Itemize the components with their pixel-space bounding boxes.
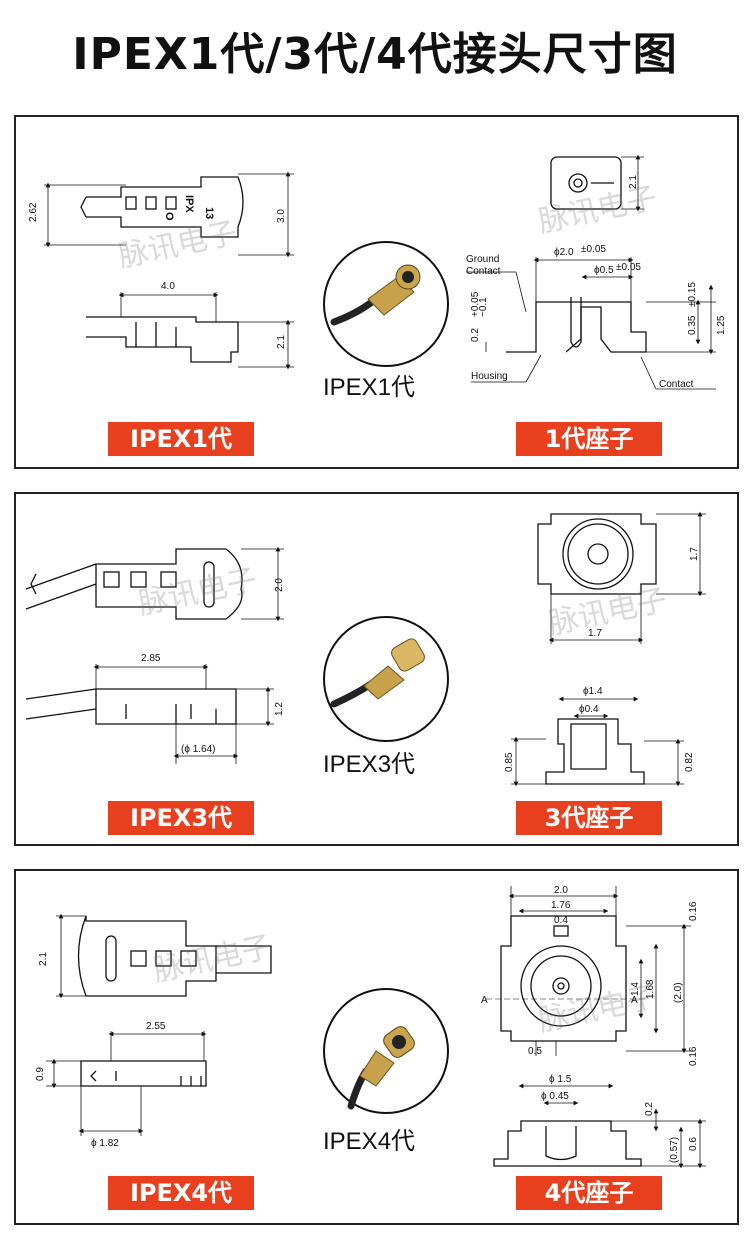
ipex4-plug-top [77, 915, 217, 997]
ipex4-socket-top [500, 915, 627, 1042]
ipex3-sdim-17a: 1.7 [689, 547, 700, 561]
ipex3-socket-side [545, 718, 645, 785]
ipex3-socket-label: 3代座子 [516, 801, 662, 835]
ipex1-callout-contact1: Contact [466, 266, 501, 277]
ipex3-sdim-085: 0.85 [504, 752, 515, 772]
ipex4-plug-label: IPEX4代 [108, 1176, 254, 1210]
ipex4-sdim-20b: (2.0) [673, 982, 684, 1003]
ipex1-callout-ground: Ground [466, 254, 499, 265]
ipex4-sdim-176: 1.76 [551, 900, 571, 911]
ipex3-photo-connector [391, 638, 425, 672]
ipex1-drawings: 脉讯电子 脉讯电子 2.62 3.0 4.0 2.1 13 IPX O ϕ2.0… [28, 154, 727, 390]
ipex3-sdim-d14: ϕ1.4 [583, 686, 603, 697]
ipex1-plug-side [86, 316, 239, 363]
page-title: IPEX1代/3代/4代接头尺寸图 [72, 29, 678, 80]
watermark-2b: 脉讯电子 [545, 583, 670, 642]
ipex1-dim-height: 2.62 [28, 202, 39, 222]
ipex1-sdim-21: 2.1 [628, 175, 639, 189]
ipex1-dim-length: 4.0 [161, 281, 175, 292]
ipex4-photo-caption: IPEX4代 [323, 1128, 416, 1155]
ipex1-sdim-02: 0.2 [470, 328, 481, 342]
ipex4-dim-09: 0.9 [35, 1067, 46, 1081]
ipex4-sdim-06: 0.6 [688, 1137, 699, 1151]
ipex1-mark-13: 13 [203, 207, 215, 219]
panel-ipex4: 脉讯电子 脉讯电子 2.1 2.55 0.9 ϕ 1.82 2.0 1.76 0… [14, 869, 739, 1225]
ipex3-photo-caption: IPEX3代 [323, 751, 416, 778]
ipex1-plug-top [86, 176, 244, 238]
ipex3-sdim-17b: 1.7 [588, 628, 602, 639]
ipex1-mark-o: O [163, 212, 175, 221]
ipex4-sdim-02: 0.2 [644, 1102, 655, 1116]
ipex3-drawings: 脉讯电子 脉讯电子 2.0 2.85 1.2 (ϕ 1.64) 1.7 1.7 … [25, 511, 706, 787]
panel-ipex3: 脉讯电子 脉讯电子 2.0 2.85 1.2 (ϕ 1.64) 1.7 1.7 … [14, 492, 739, 846]
ipex4-dim-182: ϕ 1.82 [91, 1138, 119, 1149]
ipex3-sdim-d04: ϕ0.4 [579, 704, 599, 715]
ipex1-sdim-02-tp: +0.05 [470, 291, 481, 317]
ipex4-sdim-057: (0.57) [669, 1137, 680, 1163]
ipex1-sdim-d05-tol: ±0.05 [616, 262, 641, 273]
ipex4-sdim-d15: ϕ 1.5 [549, 1074, 572, 1085]
ipex3-dim-20: 2.0 [274, 578, 285, 592]
ipex4-dim-255: 2.55 [146, 1021, 166, 1032]
ipex1-socket-section [506, 301, 647, 353]
ipex1-callout-housing: Housing [471, 371, 508, 382]
ipex4-drawings: 脉讯电子 脉讯电子 2.1 2.55 0.9 ϕ 1.82 2.0 1.76 0… [35, 885, 706, 1169]
ipex1-plug-label: IPEX1代 [108, 422, 254, 456]
ipex3-dim-164: (ϕ 1.64) [181, 744, 216, 755]
watermark-3a: 脉讯电子 [150, 930, 275, 989]
ipex1-socket-top [550, 156, 622, 210]
watermark-2a: 脉讯电子 [135, 563, 260, 622]
ipex4-sdim-20: 2.0 [554, 885, 568, 896]
ipex4-sdim-d045: ϕ 0.45 [541, 1091, 569, 1102]
ipex4-sdim-05: 0.5 [528, 1046, 542, 1057]
ipex3-dim-12: 1.2 [274, 702, 285, 716]
ipex1-dim-width: 3.0 [276, 209, 287, 223]
ipex4-socket-label: 4代座子 [516, 1176, 662, 1210]
ipex3-plug-side [95, 688, 237, 725]
ipex1-sdim-d05: ϕ0.5 [594, 265, 614, 276]
ipex3-socket-top [537, 513, 657, 595]
ipex1-socket-label: 1代座子 [516, 422, 662, 456]
panel-ipex1: 脉讯电子 脉讯电子 2.62 3.0 4.0 2.1 13 IPX O ϕ2.0… [14, 115, 739, 469]
ipex1-callout-contact2: Contact [659, 379, 694, 390]
ipex1-mark-ipx: IPX [183, 195, 195, 213]
watermark-1b: 脉讯电子 [535, 181, 660, 240]
ipex3-plug-top [95, 548, 243, 620]
ipex4-sdim-14: 1.4 [630, 982, 641, 996]
ipex1-photo-caption: IPEX1代 [323, 374, 416, 401]
ipex1-dim-side: 2.1 [276, 335, 287, 349]
ipex1-sdim-d20-tol: ±0.05 [581, 244, 606, 255]
watermark-1a: 脉讯电子 [115, 216, 240, 275]
ipex4-dim-21: 2.1 [38, 952, 49, 966]
ipex4-sdim-a1: A [481, 995, 488, 1006]
ipex4-sdim-168: 1.68 [645, 979, 656, 999]
ipex3-dim-285: 2.85 [141, 653, 161, 664]
ipex1-sdim-035: 0.35 [687, 315, 698, 335]
ipex4-photo-circle [323, 988, 449, 1114]
ipex4-sdim-016b: 0.16 [688, 1046, 699, 1066]
ipex1-sdim-02-tm: −0.1 [478, 297, 489, 317]
ipex3-plug-label: IPEX3代 [108, 801, 254, 835]
ipex1-sdim-d20: ϕ2.0 [554, 247, 574, 258]
ipex1-sdim-035-tol: ±0.15 [687, 282, 698, 307]
ipex4-plug-side [80, 1060, 207, 1087]
ipex4-sdim-016a: 0.16 [688, 901, 699, 921]
ipex4-sdim-04: 0.4 [554, 915, 568, 926]
ipex4-sdim-a2: A [631, 995, 638, 1006]
ipex3-sdim-082: 0.82 [684, 752, 695, 772]
ipex1-sdim-125: 1.25 [716, 315, 727, 335]
